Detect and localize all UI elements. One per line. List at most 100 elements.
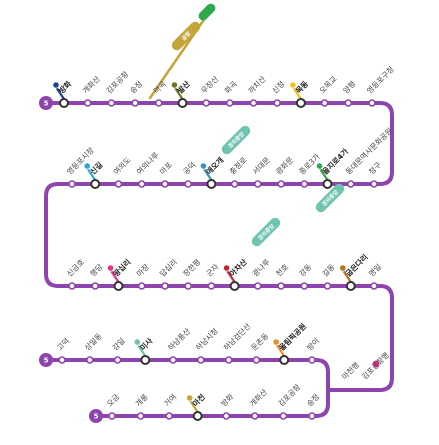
station-marker[interactable] (83, 99, 92, 107)
transfer-line-dot (186, 394, 194, 402)
station-marker[interactable] (230, 180, 239, 188)
station-marker[interactable] (273, 99, 282, 107)
station-marker[interactable] (252, 356, 261, 364)
station-label: 개화산 (247, 387, 269, 409)
station-marker[interactable] (370, 180, 378, 188)
station-marker[interactable] (108, 412, 116, 420)
station-marker[interactable] (114, 180, 123, 188)
station-marker[interactable] (136, 412, 145, 420)
transfer-line-dot (199, 162, 207, 170)
station-marker[interactable] (222, 412, 231, 420)
station-marker[interactable] (226, 99, 234, 107)
line-number-badge (89, 409, 103, 423)
station-marker[interactable] (86, 356, 94, 364)
line-number-badge (39, 96, 53, 110)
station-marker[interactable] (368, 99, 376, 107)
station-label: 여의나루 (134, 150, 161, 177)
station-marker[interactable] (68, 180, 76, 188)
terminal-tag (198, 3, 216, 21)
station-label: 김포공항 (276, 382, 303, 409)
station-label: 충정로 (227, 155, 249, 177)
station-marker[interactable] (320, 99, 329, 107)
station-label: 공덕 (181, 160, 198, 177)
station-marker[interactable] (58, 356, 66, 364)
station-marker[interactable] (169, 356, 177, 364)
station-label: 화곡 (223, 79, 239, 95)
station-label: 상일동 (82, 331, 104, 353)
station-label: 하남시청 (193, 326, 220, 353)
transfer-line-dot (339, 264, 347, 272)
terminal-tag-shape (198, 3, 216, 21)
station-label: 올림픽공원 (277, 321, 309, 353)
station-marker[interactable] (165, 412, 173, 420)
transfer-line-dot (315, 162, 324, 170)
station-marker[interactable] (68, 282, 76, 290)
station-marker[interactable] (202, 99, 210, 107)
station-marker[interactable] (253, 282, 262, 290)
station-label: 아차산 (227, 257, 249, 279)
transfer-spur (136, 342, 147, 358)
station-marker[interactable] (131, 99, 139, 107)
station-marker[interactable] (184, 282, 192, 290)
transfer-line-dot (170, 81, 179, 89)
station-marker[interactable] (161, 282, 169, 290)
station-marker[interactable] (277, 282, 285, 290)
station-marker[interactable] (177, 98, 188, 108)
line-number-badge (39, 353, 53, 367)
transfer-spurs (52, 6, 380, 414)
pill-shape (171, 21, 201, 51)
station-label: 마천행 (339, 360, 361, 382)
station-marker[interactable] (346, 180, 355, 188)
station-label: 방이 (304, 336, 321, 353)
station-marker[interactable] (323, 282, 332, 290)
station-marker[interactable] (251, 412, 259, 420)
station-label: 고덕 (54, 336, 71, 353)
station-marker[interactable] (249, 99, 258, 107)
station-label: 거여 (161, 392, 178, 409)
station-label: 여의도 (111, 155, 133, 177)
station-marker[interactable] (197, 356, 205, 364)
station-marker[interactable] (308, 412, 316, 420)
station-marker[interactable] (90, 179, 101, 189)
station-marker[interactable] (279, 412, 288, 420)
station-marker[interactable] (207, 282, 216, 290)
station-marker[interactable] (277, 180, 285, 188)
station-label: 명일 (366, 262, 383, 279)
station-marker[interactable] (224, 356, 233, 364)
station-marker[interactable] (308, 356, 316, 364)
station-marker[interactable] (107, 99, 116, 107)
station-marker[interactable] (279, 355, 290, 365)
station-marker[interactable] (113, 281, 124, 291)
station-marker[interactable] (59, 98, 69, 108)
transfer-pill-badge: 경의중앙 (221, 125, 251, 155)
transfer-line-dot (289, 81, 297, 89)
station-marker[interactable] (192, 411, 203, 421)
station-label: 광나루 (250, 257, 272, 279)
station-marker[interactable] (295, 98, 306, 108)
station-marker[interactable] (300, 180, 309, 188)
station-marker[interactable] (370, 282, 378, 290)
station-marker[interactable] (137, 180, 146, 188)
transfer-spur (318, 166, 329, 182)
station-marker[interactable] (206, 179, 217, 189)
station-marker[interactable] (161, 180, 169, 188)
station-marker[interactable] (91, 282, 99, 290)
transfer-spur (86, 166, 97, 182)
route-lines (44, 101, 394, 418)
station-label: 둔촌동 (249, 331, 270, 352)
station-marker[interactable] (229, 281, 240, 291)
station-marker[interactable] (137, 282, 146, 290)
station-marker[interactable] (322, 179, 333, 189)
station-label: 영등포구청 (364, 64, 395, 95)
station-label: 강동 (297, 262, 314, 279)
station-marker[interactable] (253, 180, 262, 188)
station-marker[interactable] (184, 180, 192, 188)
station-marker[interactable] (140, 355, 151, 365)
station-marker[interactable] (113, 356, 122, 364)
station-marker[interactable] (300, 282, 309, 290)
station-marker[interactable] (155, 99, 163, 107)
station-label: 오금 (105, 392, 121, 408)
station-marker[interactable] (344, 99, 353, 107)
station-label: 행당 (88, 262, 105, 279)
station-marker[interactable] (345, 281, 356, 291)
